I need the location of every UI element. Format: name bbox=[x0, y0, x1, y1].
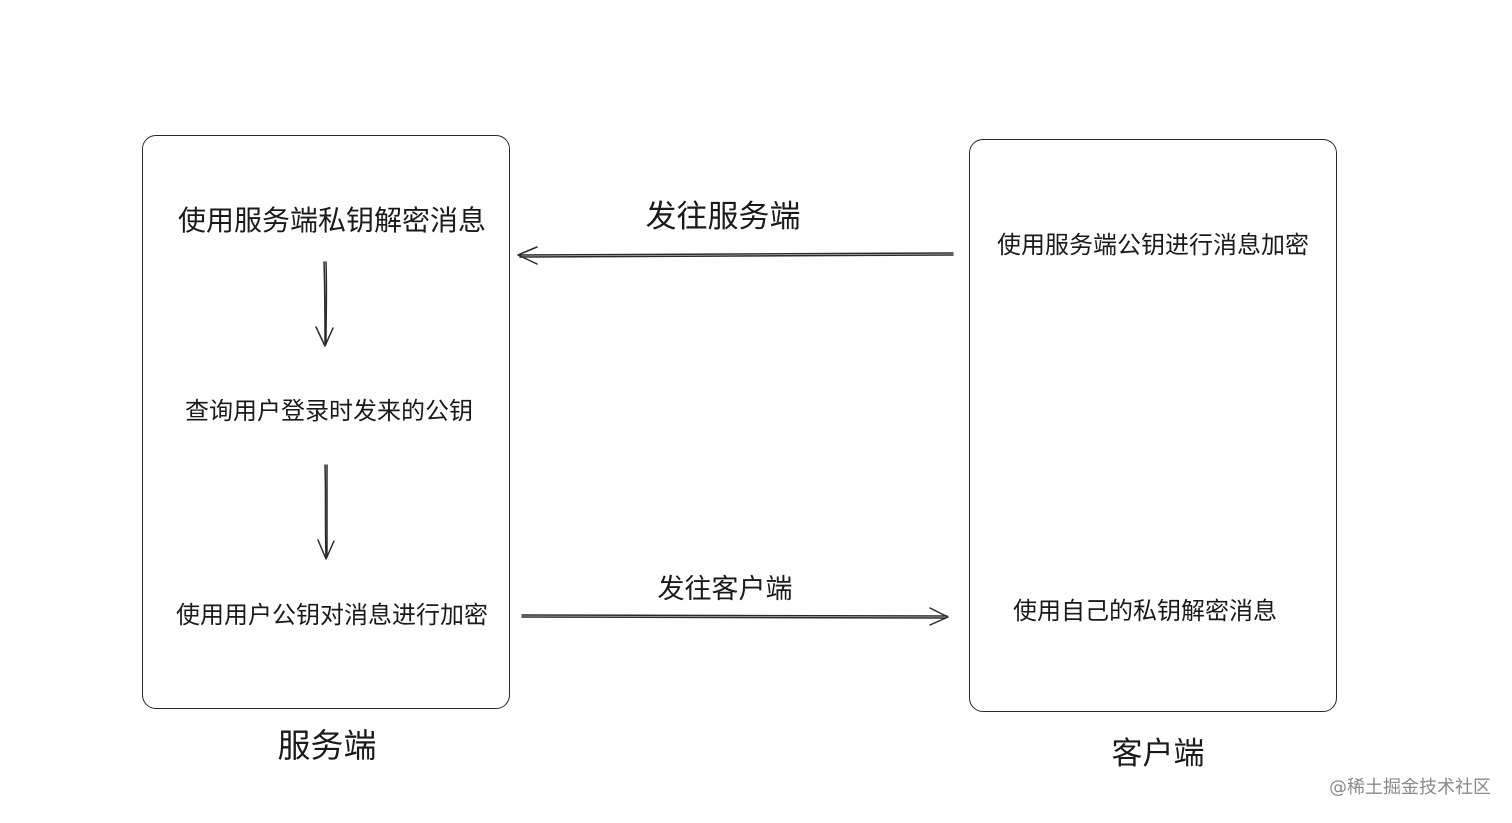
to-server-label: 发往服务端 bbox=[645, 199, 801, 235]
watermark: @稀土掘金技术社区 bbox=[1329, 777, 1491, 798]
client-box bbox=[969, 139, 1337, 712]
client-caption: 客户端 bbox=[1111, 736, 1205, 772]
server-lookup-key-step: 查询用户登录时发来的公钥 bbox=[185, 397, 473, 425]
client-decrypt-step: 使用自己的私钥解密消息 bbox=[1013, 597, 1277, 625]
server-decrypt-step: 使用服务端私钥解密消息 bbox=[177, 204, 487, 237]
server-caption: 服务端 bbox=[277, 726, 377, 765]
server-encrypt-step: 使用用户公钥对消息进行加密 bbox=[176, 601, 488, 629]
server-box bbox=[142, 135, 510, 709]
client-encrypt-step: 使用服务端公钥进行消息加密 bbox=[997, 231, 1309, 259]
to-client-label: 发往客户端 bbox=[657, 574, 793, 605]
to-client-arrow bbox=[521, 607, 949, 626]
to-server-arrow bbox=[517, 246, 954, 265]
